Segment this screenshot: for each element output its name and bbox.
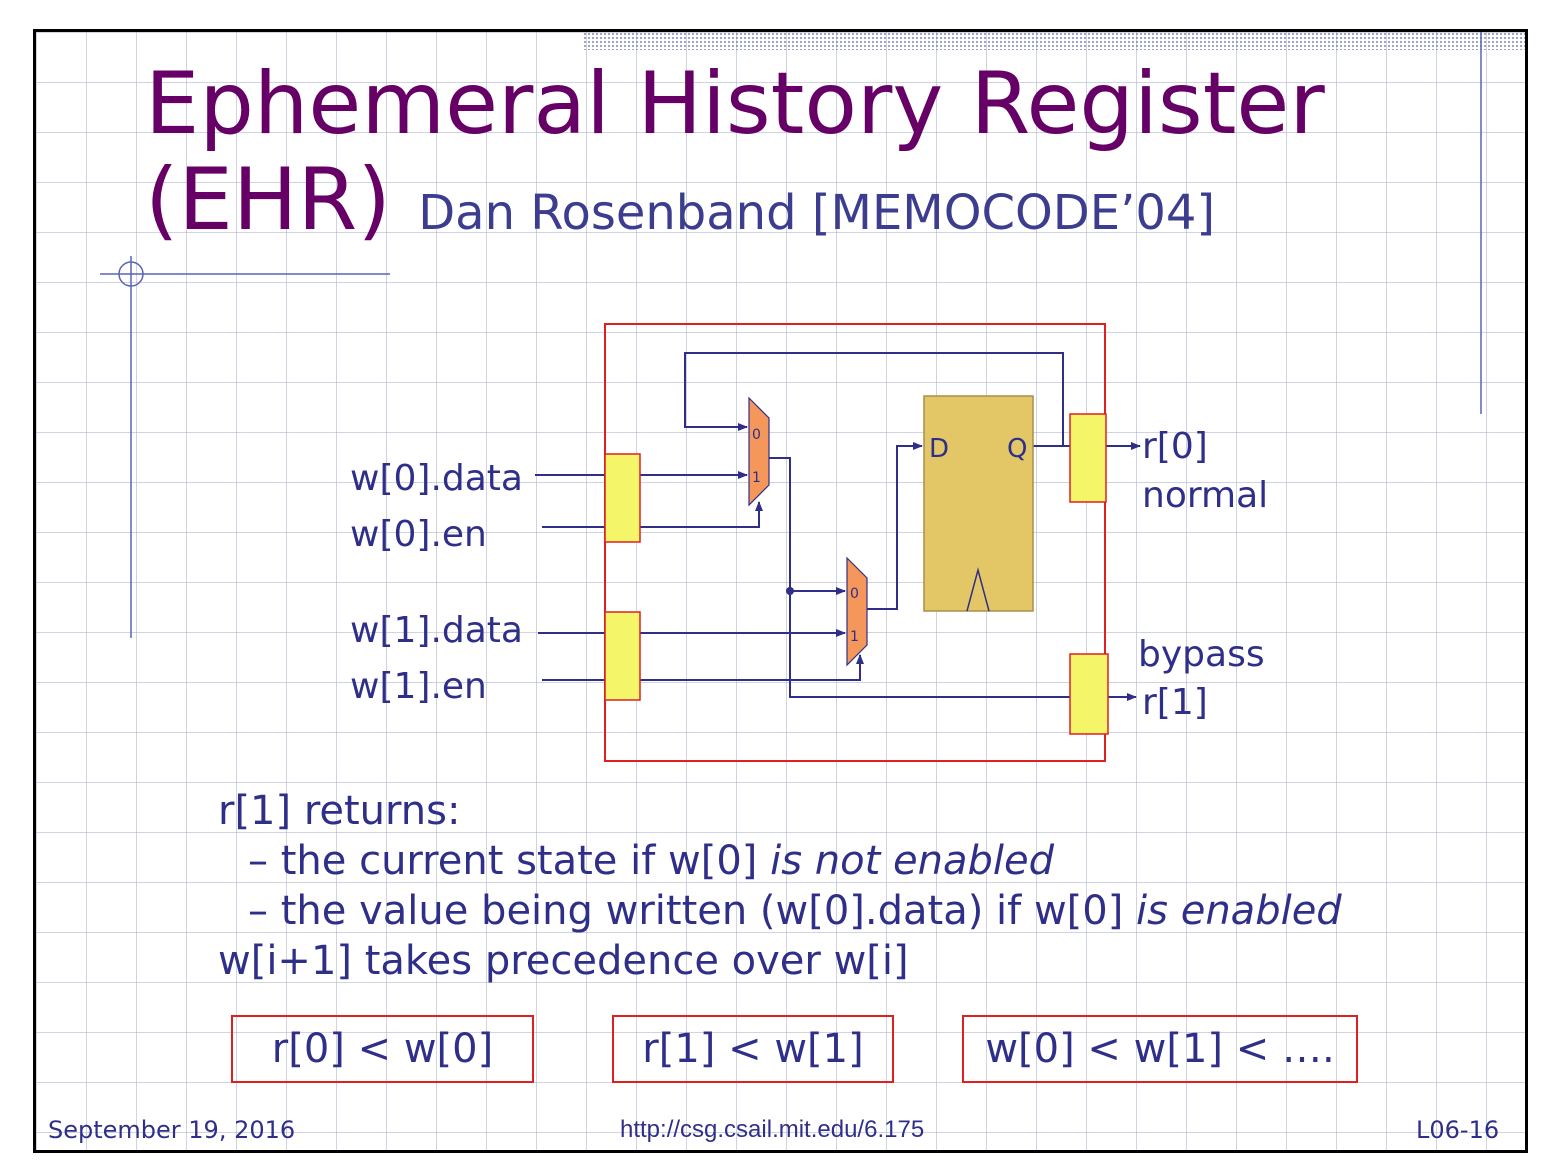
input-label-w0-en: w[0].en (350, 514, 487, 555)
explanation-text: r[1] returns: – the current state if w[0… (218, 786, 1342, 986)
output-port-r0 (1069, 413, 1107, 503)
input-port-w0 (604, 453, 641, 543)
header-stripe (583, 32, 1525, 50)
output-port-r1 (1069, 653, 1109, 735)
title-subtitle: Dan Rosenband [MEMOCODE’04] (418, 185, 1216, 241)
text-line-2-italic: is not enabled (770, 838, 1055, 884)
footer-date: September 19, 2016 (48, 1116, 296, 1144)
title-line-2: (EHR) (145, 150, 391, 250)
title-line-1: Ephemeral History Register (145, 54, 1325, 154)
relation-box-2: r[1] < w[1] (612, 1015, 894, 1083)
mux-1-input-1-label: 1 (850, 629, 859, 645)
register-q-label: Q (1007, 434, 1027, 464)
relation-box-1: r[0] < w[0] (231, 1015, 534, 1083)
mux-1-input-0-label: 0 (850, 586, 859, 602)
mux-0-input-1-label: 1 (752, 470, 761, 486)
text-line-3-italic: is enabled (1136, 888, 1342, 934)
mux-0 (748, 396, 770, 507)
input-label-w1-data: w[1].data (350, 610, 523, 651)
footer-page-number: L06-16 (1416, 1116, 1500, 1144)
junction-dot (786, 587, 794, 595)
mux-0-input-0-label: 0 (752, 427, 761, 443)
mux-1 (846, 556, 868, 667)
output-label-r0: r[0] (1142, 426, 1208, 467)
clock-triangle-icon (966, 567, 990, 612)
output-label-bypass: bypass (1138, 634, 1265, 675)
text-line-2: – the current state if w[0] is not enabl… (218, 836, 1342, 886)
register-block (923, 395, 1034, 612)
input-label-w1-en: w[1].en (350, 666, 487, 707)
text-line-3-prefix: – the value being written (w[0].data) if… (248, 888, 1137, 934)
footer-url: http://csg.csail.mit.edu/6.175 (620, 1116, 925, 1143)
input-port-w1 (604, 611, 641, 701)
output-label-r1: r[1] (1142, 682, 1208, 723)
register-d-label: D (929, 434, 949, 464)
wires (535, 352, 1141, 701)
text-line-3: – the value being written (w[0].data) if… (218, 886, 1342, 936)
input-label-w0-data: w[0].data (350, 458, 523, 499)
guide-lines (100, 32, 1482, 638)
text-line-2-prefix: – the current state if w[0] (248, 838, 771, 884)
output-label-normal: normal (1142, 475, 1268, 516)
slide-title: Ephemeral History Register (EHR) Dan Ros… (145, 56, 1325, 261)
slide-frame (33, 29, 1528, 1153)
text-line-1: r[1] returns: (218, 788, 461, 834)
text-line-4: w[i+1] takes precedence over w[i] (218, 938, 909, 984)
relation-box-3: w[0] < w[1] < …. (962, 1015, 1358, 1083)
